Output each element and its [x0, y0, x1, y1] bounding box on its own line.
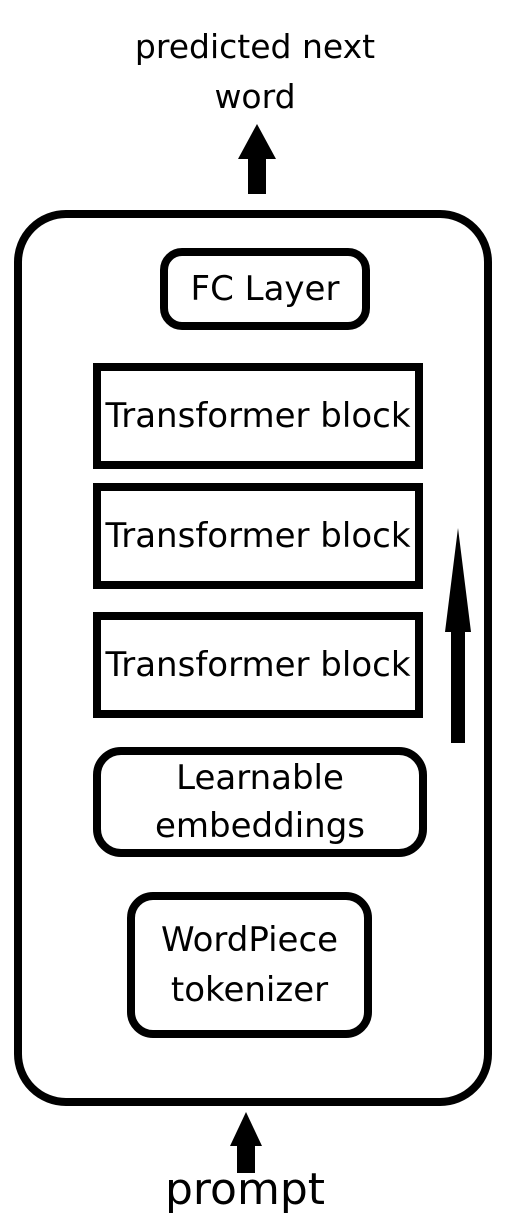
learnable-embeddings-label: Learnable embeddings	[155, 758, 365, 846]
fc-layer-block: FC Layer	[160, 248, 370, 330]
wordpiece-tokenizer-label: WordPiece tokenizer	[160, 920, 339, 1010]
output-label: predicted next word	[134, 27, 376, 116]
output-arrow-icon	[238, 124, 276, 194]
transformer-block-middle: Transformer block	[93, 483, 423, 589]
transformer-block-top: Transformer block	[93, 363, 423, 469]
learnable-embeddings-block: Learnable embeddings	[93, 747, 427, 857]
input-label: prompt	[164, 1164, 325, 1215]
transformer-block-bottom: Transformer block	[93, 612, 423, 718]
wordpiece-tokenizer-block: WordPiece tokenizer	[127, 892, 372, 1038]
